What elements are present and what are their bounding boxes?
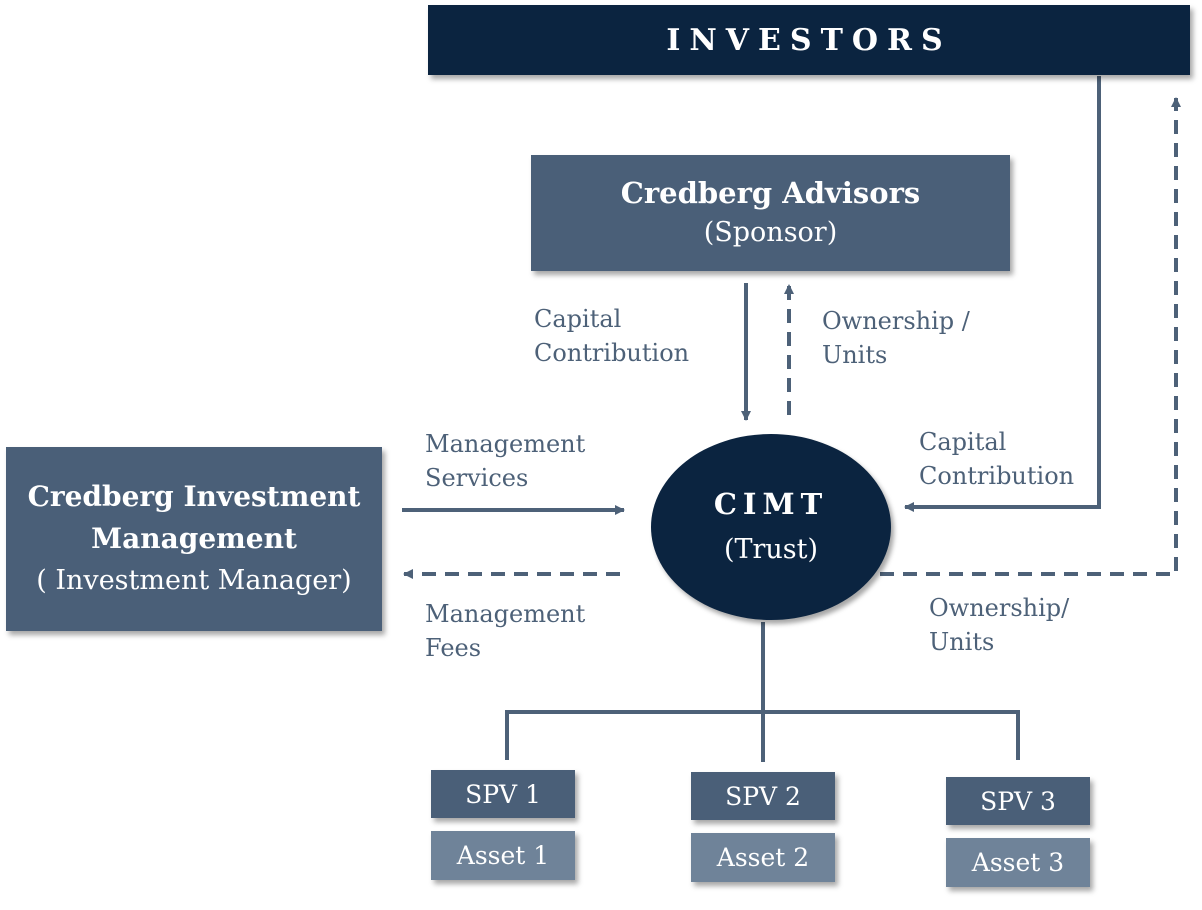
manager-role: ( Investment Manager) xyxy=(36,565,352,596)
sponsor-box: Credberg Advisors (Sponsor) xyxy=(531,155,1010,271)
investor-units-label: Ownership/ Units xyxy=(929,594,1070,656)
sponsor-units-label: Ownership / Units xyxy=(822,307,970,369)
sponsor-name: Credberg Advisors xyxy=(620,176,921,210)
investor-capital-label: Capital Contribution xyxy=(919,428,1075,490)
spv-branch-line xyxy=(505,710,1020,760)
sponsor-role: (Sponsor) xyxy=(703,217,838,248)
trust-role: (Trust) xyxy=(723,534,819,565)
sponsor-capital-label: Capital Contribution xyxy=(534,305,690,367)
investors-box: INVESTORS xyxy=(428,5,1190,75)
manager-name-line1: Credberg Investment xyxy=(27,480,361,513)
spv-1-box: SPV 1 xyxy=(431,770,575,818)
mgmt-services-label: Management Services xyxy=(425,430,586,492)
manager-name-line2: Management xyxy=(91,522,297,555)
investment-manager-box: Credberg Investment Management ( Investm… xyxy=(6,447,382,631)
investor-units-arrow xyxy=(880,97,1181,576)
asset-1-box: Asset 1 xyxy=(431,831,575,880)
asset-2-box: Asset 2 xyxy=(691,833,835,882)
trust-ellipse: CIMT (Trust) xyxy=(651,434,891,620)
mgmt-fees-label: Management Fees xyxy=(425,600,586,662)
trust-name: CIMT xyxy=(713,487,829,521)
investors-title: INVESTORS xyxy=(666,22,952,58)
investor-capital-arrow xyxy=(904,76,1101,512)
spv-3-box: SPV 3 xyxy=(946,777,1090,825)
spv-2-box: SPV 2 xyxy=(691,772,835,820)
asset-3-box: Asset 3 xyxy=(946,838,1090,887)
